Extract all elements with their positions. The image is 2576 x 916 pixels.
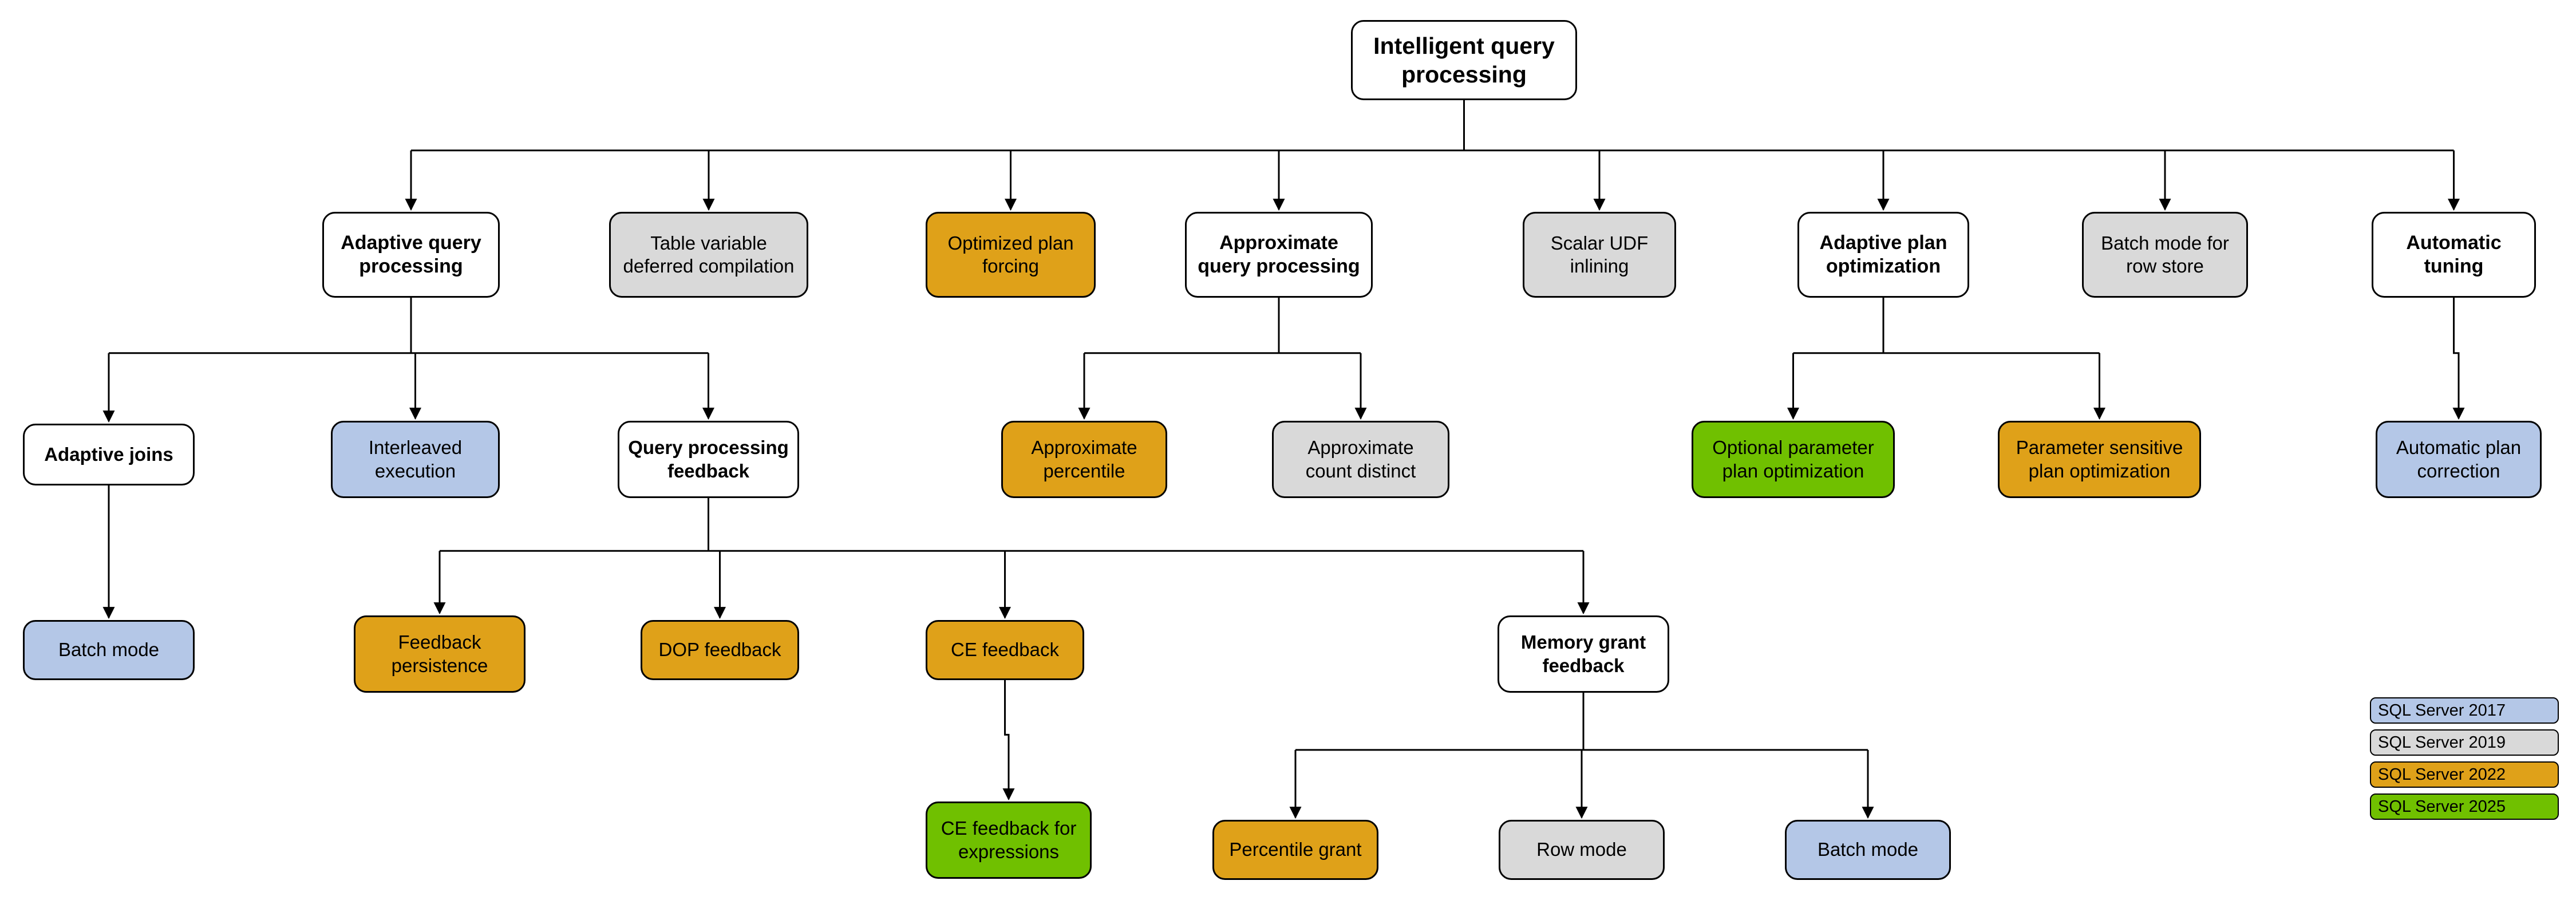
node-fbpersist[interactable]: Feedback persistence [354, 615, 526, 693]
node-udf[interactable]: Scalar UDF inlining [1523, 212, 1676, 298]
legend-item-sql-server-2019: SQL Server 2019 [2370, 729, 2559, 756]
node-oppo[interactable]: Optional parameter plan optimization [1692, 421, 1895, 498]
node-rowmode[interactable]: Row mode [1499, 820, 1665, 880]
node-apo[interactable]: Adaptive plan optimization [1797, 212, 1969, 298]
node-psp[interactable]: Parameter sensitive plan optimization [1998, 421, 2201, 498]
node-opf[interactable]: Optimized plan forcing [926, 212, 1096, 298]
node-approxpct[interactable]: Approximate percentile [1001, 421, 1167, 498]
legend-item-sql-server-2025: SQL Server 2025 [2370, 793, 2559, 820]
node-aqp[interactable]: Adaptive query processing [322, 212, 500, 298]
edge-cefb-to-cefbexpr [1002, 680, 1015, 801]
node-batchmode1[interactable]: Batch mode [23, 620, 195, 680]
legend-item-sql-server-2022: SQL Server 2022 [2370, 761, 2559, 788]
node-approxcnt[interactable]: Approximate count distinct [1272, 421, 1449, 498]
node-interleaved[interactable]: Interleaved execution [331, 421, 500, 498]
node-autotune[interactable]: Automatic tuning [2372, 212, 2536, 298]
node-cefbexpr[interactable]: CE feedback for expressions [926, 802, 1092, 879]
node-mgf[interactable]: Memory grant feedback [1498, 615, 1669, 693]
node-batchmode2[interactable]: Batch mode [1785, 820, 1951, 880]
node-root[interactable]: Intelligent query processing [1351, 20, 1577, 100]
node-dopfb[interactable]: DOP feedback [641, 620, 799, 680]
node-bmrs[interactable]: Batch mode for row store [2082, 212, 2248, 298]
node-tvdc[interactable]: Table variable deferred compilation [609, 212, 808, 298]
node-adaptivejoins[interactable]: Adaptive joins [23, 424, 195, 485]
edge-autotune-to-apc [2452, 298, 2465, 420]
node-qpf[interactable]: Query processing feedback [618, 421, 799, 498]
node-apc[interactable]: Automatic plan correction [2376, 421, 2542, 498]
node-approxqp[interactable]: Approximate query processing [1185, 212, 1373, 298]
legend-item-sql-server-2017: SQL Server 2017 [2370, 697, 2559, 724]
node-cefb[interactable]: CE feedback [926, 620, 1084, 680]
node-pctgrant[interactable]: Percentile grant [1212, 820, 1378, 880]
